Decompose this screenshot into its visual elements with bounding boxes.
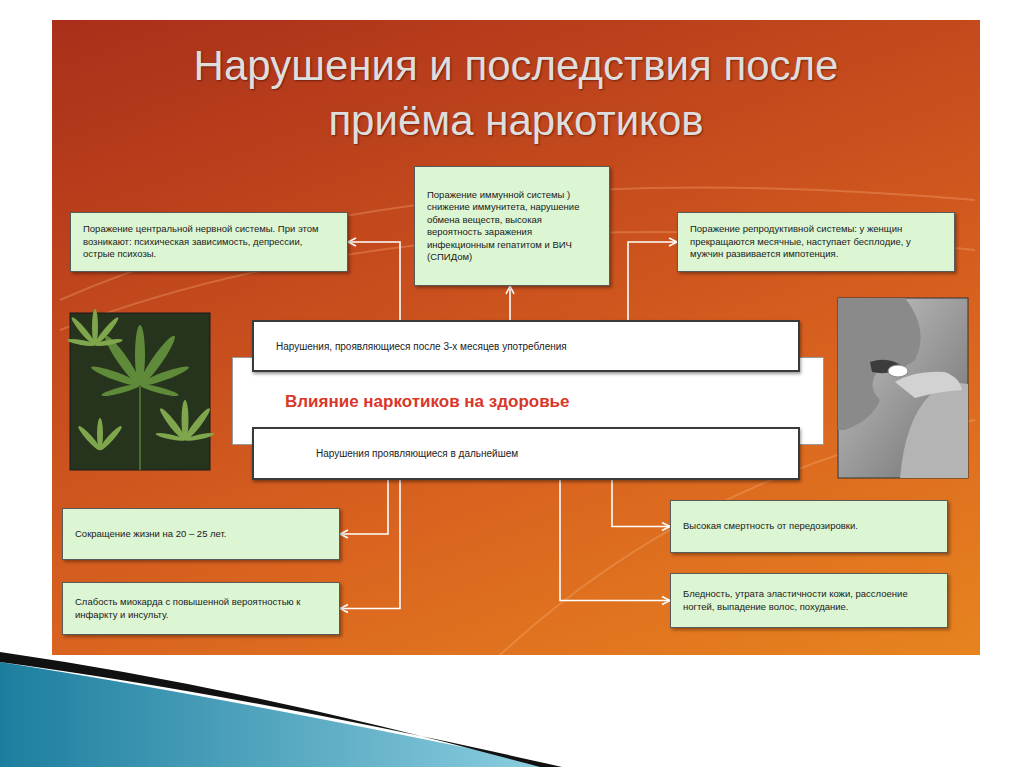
central-heading: Влияние наркотиков на здоровье xyxy=(285,391,570,412)
text-group: Слабость миокарда с повышенной вероятнос… xyxy=(75,596,327,621)
arrow-connector xyxy=(612,480,670,527)
effect-text: Поражение иммунной системы ) снижение им… xyxy=(427,189,597,264)
period-label: Нарушения проявляющиеся в дальнейшем xyxy=(316,447,518,460)
effect-text: Бледность, утрата эластичности кожи, рас… xyxy=(683,588,935,613)
arrow-connector xyxy=(628,242,677,320)
effect-box: Сокращение жизни на 20 – 25 лет. xyxy=(62,508,340,560)
effect-box: Поражение иммунной системы ) снижение им… xyxy=(414,166,610,286)
cannabis-photo xyxy=(67,309,215,470)
corner-swoosh xyxy=(0,662,560,767)
effect-text: Слабость миокарда с повышенной вероятнос… xyxy=(75,596,327,621)
arrow-connector xyxy=(560,480,670,601)
period-label: Нарушения, проявляющиеся после 3-х месяц… xyxy=(276,340,567,353)
slide-title: Нарушения и последствия после приёма нар… xyxy=(136,38,896,148)
text-group: Высокая смертность от передозировки. xyxy=(683,520,858,533)
effect-box: Поражение центральной нервной системы. П… xyxy=(70,212,348,272)
effect-box: Поражение репродуктивной системы: у женщ… xyxy=(677,212,955,272)
arrow-connector xyxy=(509,286,511,320)
effect-text: Поражение репродуктивной системы: у женщ… xyxy=(690,223,942,261)
text-group: Сокращение жизни на 20 – 25 лет. xyxy=(75,528,227,541)
effect-box: Слабость миокарда с повышенной вероятнос… xyxy=(62,582,340,635)
text-group: Нарушения, проявляющиеся после 3-х месяц… xyxy=(276,340,567,353)
arrow-connector xyxy=(340,480,388,534)
text-group: Нарушения проявляющиеся в дальнейшем xyxy=(316,447,518,460)
pill-photo xyxy=(838,298,968,478)
text-group: Влияние наркотиков на здоровье xyxy=(285,391,570,412)
effect-text: Высокая смертность от передозировки. xyxy=(683,520,858,533)
arrow-connector xyxy=(340,480,400,609)
text-group: Бледность, утрата эластичности кожи, рас… xyxy=(683,588,935,613)
arrow-connector xyxy=(348,242,400,320)
effect-text: Поражение центральной нервной системы. П… xyxy=(83,223,335,261)
effect-text: Сокращение жизни на 20 – 25 лет. xyxy=(75,528,227,541)
text-group: Поражение репродуктивной системы: у женщ… xyxy=(690,223,942,261)
text-group: Поражение иммунной системы ) снижение им… xyxy=(427,189,597,264)
period-bar: Нарушения, проявляющиеся после 3-х месяц… xyxy=(252,320,800,372)
period-bar: Нарушения проявляющиеся в дальнейшем xyxy=(252,427,800,480)
text-group: Поражение центральной нервной системы. П… xyxy=(83,223,335,261)
effect-box: Высокая смертность от передозировки. xyxy=(670,500,948,553)
effect-box: Бледность, утрата эластичности кожи, рас… xyxy=(670,573,948,628)
corner-stripe xyxy=(0,652,562,767)
